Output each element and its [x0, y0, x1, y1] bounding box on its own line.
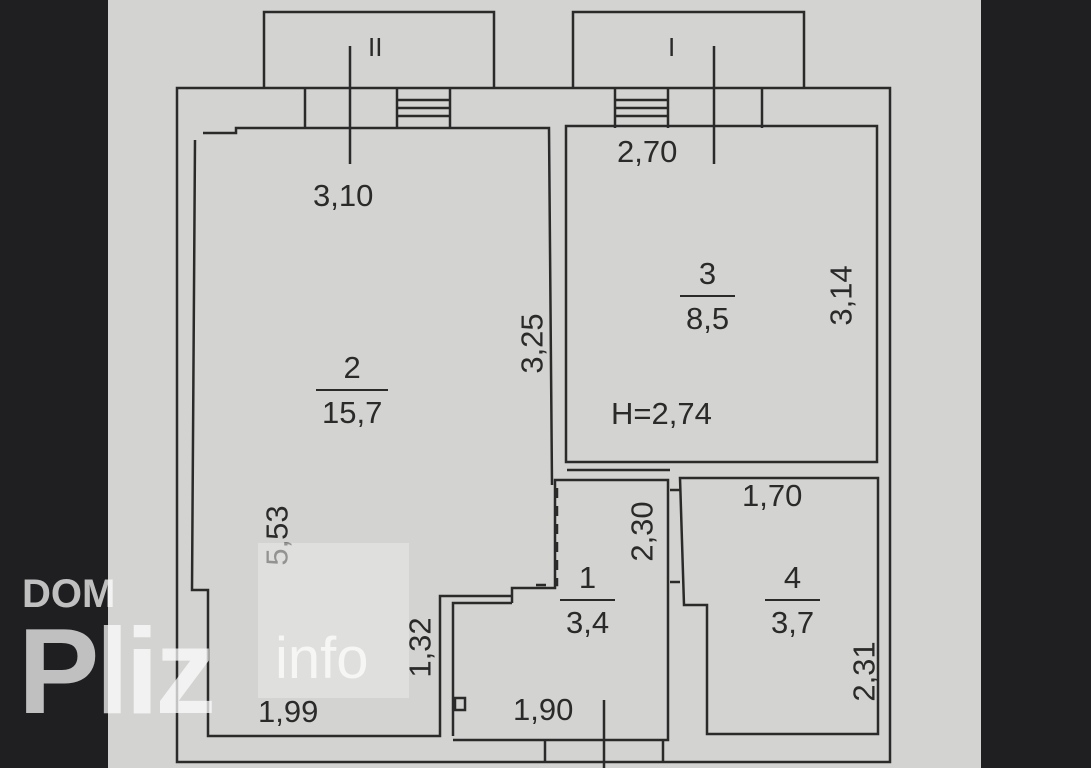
room-4-width: 1,70 — [742, 478, 803, 513]
watermark-box — [258, 543, 409, 698]
watermark-suffix: info — [275, 626, 369, 691]
room-2-label: 2 15,7 — [316, 350, 389, 428]
balcony-i-outline — [571, 10, 806, 88]
room-1-width: 1,90 — [513, 692, 574, 727]
watermark-brand: Pliz — [18, 603, 216, 739]
room-4-area: 3,7 — [765, 599, 821, 638]
room-3-walls — [564, 124, 879, 464]
room-3-depth: 3,14 — [823, 265, 859, 326]
watermark-dom: DOM — [22, 572, 116, 616]
room-1-depth: 2,30 — [624, 501, 660, 562]
room-2-niche-width: 1,99 — [258, 694, 319, 729]
room-1-number: 1 — [578, 560, 597, 595]
room-3-width: 2,70 — [617, 134, 678, 169]
room-1-walls — [451, 478, 670, 742]
room-4-depth: 2,31 — [846, 641, 882, 702]
room-3-label: 3 8,5 — [680, 256, 736, 334]
room-2-width: 3,10 — [313, 178, 374, 213]
room-2-number: 2 — [343, 350, 361, 385]
ceiling-height: H=2,74 — [611, 396, 712, 431]
opening-dashed — [530, 488, 559, 587]
room-2-walls — [190, 126, 554, 738]
room-3-number: 3 — [698, 256, 717, 291]
room-2-niche-height: 1,32 — [402, 617, 438, 678]
balcony-i-label: I — [668, 32, 676, 62]
room-1-label: 1 3,4 — [560, 560, 616, 638]
room-3-area: 8,5 — [680, 295, 736, 334]
outer-wall — [175, 86, 892, 764]
balcony-ii-outline — [262, 10, 496, 88]
room-4-walls — [678, 476, 880, 736]
room-2-depth-right: 3,25 — [514, 313, 550, 374]
room-4-number: 4 — [783, 560, 802, 595]
balcony-ii-label: II — [368, 32, 383, 62]
room-4-label: 4 3,7 — [765, 560, 821, 638]
room-2-area: 15,7 — [316, 389, 389, 428]
room-1-area: 3,4 — [560, 599, 616, 638]
